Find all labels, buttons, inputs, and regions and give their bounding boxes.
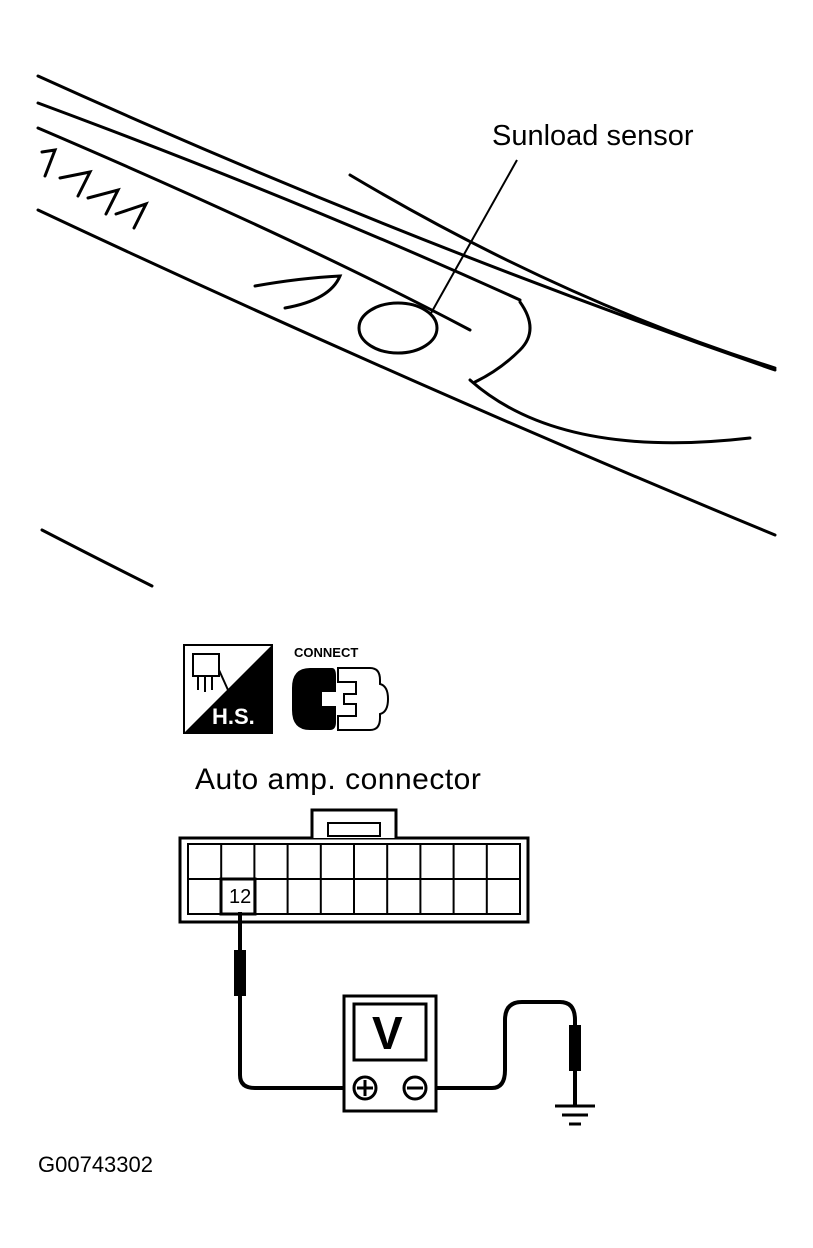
probe-wires (238, 912, 577, 1105)
probe-tip-left (234, 950, 246, 996)
figure-id: G00743302 (38, 1152, 153, 1177)
sunload-sensor-label: Sunload sensor (492, 120, 694, 152)
probe-tip-right (569, 1025, 581, 1071)
connect-icon (292, 667, 390, 731)
connector-title: Auto amp. connector (195, 763, 482, 796)
connect-icon-label: CONNECT (294, 645, 359, 660)
harness-side-icon (183, 644, 273, 734)
ground-icon (555, 1104, 595, 1126)
harness-side-label: H.S. (212, 704, 255, 729)
dashboard-drawing (36, 74, 777, 588)
plus-terminal-icon (352, 1075, 378, 1101)
minus-terminal-icon (402, 1075, 428, 1101)
sunload-sensor-ellipse (357, 301, 439, 355)
voltmeter-symbol: V (372, 1007, 403, 1059)
sensor-callout-line (429, 159, 518, 316)
pin-number-label: 12 (229, 886, 252, 908)
